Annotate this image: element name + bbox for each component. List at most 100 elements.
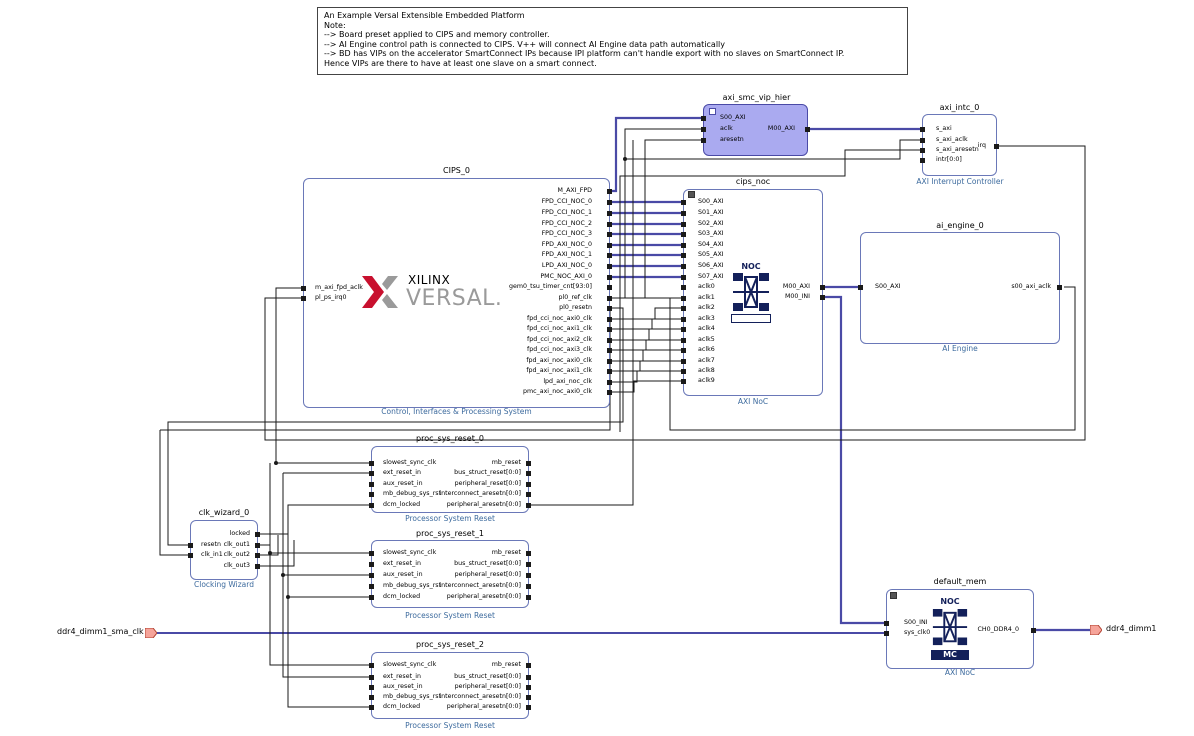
input-pin[interactable]: dcm_locked [383, 703, 421, 710]
input-pin[interactable]: aclk1 [698, 294, 715, 301]
output-pin[interactable]: pl0_ref_clk [558, 294, 592, 301]
input-pin[interactable]: aux_reset_in [383, 683, 423, 690]
input-pin[interactable]: aclk6 [698, 346, 715, 353]
output-pin[interactable]: clk_out2 [223, 551, 250, 558]
output-pin[interactable]: M00_AXI [782, 283, 810, 290]
output-pin[interactable]: CH0_DDR4_0 [977, 626, 1019, 633]
input-pin[interactable]: aclk8 [698, 367, 715, 374]
input-pin[interactable]: ext_reset_in [383, 673, 421, 680]
output-pin[interactable]: M00_AXI [767, 125, 795, 132]
output-pin[interactable]: bus_struct_reset[0:0] [454, 560, 521, 567]
input-pin[interactable]: aux_reset_in [383, 480, 423, 487]
output-pin[interactable]: FPD_AXI_NOC_0 [541, 241, 592, 248]
output-pin[interactable]: pl0_resetn [559, 304, 592, 311]
output-pin[interactable]: interconnect_aresetn[0:0] [439, 693, 521, 700]
collapse-toggle-icon[interactable] [890, 592, 897, 599]
input-pin[interactable]: pl_ps_irq0 [315, 294, 347, 301]
output-pin[interactable]: FPD_CCI_NOC_1 [541, 209, 592, 216]
clkwiz-block[interactable] [190, 520, 258, 580]
input-pin[interactable]: S03_AXI [698, 230, 724, 237]
output-pin[interactable]: mb_reset [491, 661, 521, 668]
input-pin[interactable]: s_axi [936, 125, 952, 132]
collapse-toggle-icon[interactable] [688, 191, 695, 198]
output-pin[interactable]: PMC_NOC_AXI_0 [540, 273, 592, 280]
output-pin[interactable]: s00_axi_aclk [1011, 283, 1051, 290]
output-pin[interactable]: peripheral_aresetn[0:0] [446, 593, 521, 600]
output-pin[interactable]: locked [229, 530, 250, 537]
input-pin[interactable]: s_axi_aclk [936, 136, 968, 143]
output-pin[interactable]: mb_reset [491, 459, 521, 466]
input-pin[interactable]: mb_debug_sys_rst [383, 582, 442, 589]
input-pin[interactable]: aclk5 [698, 336, 715, 343]
output-pin[interactable]: mb_reset [491, 549, 521, 556]
rst0-block[interactable] [371, 446, 529, 513]
output-pin[interactable]: fpd_axi_noc_axi0_clk [526, 357, 592, 364]
input-pin[interactable]: S05_AXI [698, 251, 724, 258]
output-pin[interactable]: fpd_cci_noc_axi2_clk [527, 336, 592, 343]
input-pin[interactable]: slowest_sync_clk [383, 661, 437, 668]
output-pin[interactable]: clk_out1 [223, 541, 250, 548]
output-pin[interactable]: pmc_axi_noc_axi0_clk [522, 388, 592, 395]
output-pin[interactable]: clk_out3 [223, 562, 250, 569]
input-pin[interactable]: dcm_locked [383, 501, 421, 508]
output-pin[interactable]: fpd_axi_noc_axi1_clk [526, 367, 592, 374]
output-pin[interactable]: bus_struct_reset[0:0] [454, 673, 521, 680]
input-pin[interactable]: dcm_locked [383, 593, 421, 600]
output-pin[interactable]: irq [977, 142, 986, 149]
rst1-block[interactable] [371, 540, 529, 608]
input-pin[interactable]: aclk [720, 125, 733, 132]
collapse-toggle-icon[interactable] [709, 108, 716, 115]
output-pin[interactable]: fpd_cci_noc_axi0_clk [527, 315, 592, 322]
output-pin[interactable]: lpd_axi_noc_clk [543, 378, 592, 385]
input-pin[interactable]: slowest_sync_clk [383, 459, 437, 466]
output-pin[interactable]: interconnect_aresetn[0:0] [439, 582, 521, 589]
output-pin[interactable]: LPD_AXI_NOC_0 [541, 262, 592, 269]
input-pin[interactable]: aclk4 [698, 325, 715, 332]
output-pin[interactable]: M00_INI [784, 293, 810, 300]
input-pin[interactable]: resetn [201, 541, 221, 548]
output-pin[interactable]: interconnect_aresetn[0:0] [439, 490, 521, 497]
input-pin[interactable]: slowest_sync_clk [383, 549, 437, 556]
output-pin[interactable]: FPD_CCI_NOC_2 [541, 220, 592, 227]
input-pin[interactable]: m_axi_fpd_aclk [315, 284, 363, 291]
input-pin[interactable]: S01_AXI [698, 209, 724, 216]
output-pin[interactable]: peripheral_reset[0:0] [454, 571, 521, 578]
output-port-icon[interactable] [1090, 625, 1102, 635]
input-pin[interactable]: clk_in1 [201, 551, 223, 558]
input-pin[interactable]: aclk3 [698, 315, 715, 322]
input-pin[interactable]: aclk7 [698, 357, 715, 364]
output-pin[interactable]: fpd_cci_noc_axi3_clk [527, 346, 592, 353]
input-pin[interactable]: intr[0:0] [936, 156, 962, 163]
aie-block[interactable] [860, 232, 1060, 344]
output-pin[interactable]: peripheral_reset[0:0] [454, 683, 521, 690]
input-port-icon[interactable] [145, 628, 157, 638]
input-pin[interactable]: S04_AXI [698, 241, 724, 248]
input-pin[interactable]: S06_AXI [698, 262, 724, 269]
output-pin[interactable]: FPD_AXI_NOC_1 [541, 251, 592, 258]
input-pin[interactable]: S02_AXI [698, 220, 724, 227]
input-pin[interactable]: ext_reset_in [383, 560, 421, 567]
input-pin[interactable]: S07_AXI [698, 273, 724, 280]
input-pin[interactable]: S00_AXI [720, 114, 746, 121]
output-pin[interactable]: peripheral_aresetn[0:0] [446, 501, 521, 508]
input-pin[interactable]: mb_debug_sys_rst [383, 490, 442, 497]
output-pin[interactable]: M_AXI_FPD [557, 187, 592, 194]
output-pin[interactable]: gem0_tsu_timer_cnt[93:0] [509, 283, 592, 290]
input-pin[interactable]: S00_AXI [698, 198, 724, 205]
input-pin[interactable]: aresetn [720, 136, 744, 143]
output-pin[interactable]: bus_struct_reset[0:0] [454, 469, 521, 476]
output-pin[interactable]: peripheral_reset[0:0] [454, 480, 521, 487]
input-pin[interactable]: S00_INI [904, 619, 928, 626]
output-pin[interactable]: fpd_cci_noc_axi1_clk [527, 325, 592, 332]
input-pin[interactable]: aclk9 [698, 377, 715, 384]
input-pin[interactable]: mb_debug_sys_rst [383, 693, 442, 700]
input-pin[interactable]: s_axi_aresetn [936, 146, 979, 153]
input-pin[interactable]: sys_clk0 [904, 629, 931, 636]
output-pin[interactable]: FPD_CCI_NOC_0 [541, 198, 592, 205]
input-pin[interactable]: aux_reset_in [383, 571, 423, 578]
input-pin[interactable]: ext_reset_in [383, 469, 421, 476]
cips-block[interactable] [303, 178, 610, 408]
input-pin[interactable]: aclk2 [698, 304, 715, 311]
input-pin[interactable]: S00_AXI [875, 283, 901, 290]
input-pin[interactable]: aclk0 [698, 283, 715, 290]
